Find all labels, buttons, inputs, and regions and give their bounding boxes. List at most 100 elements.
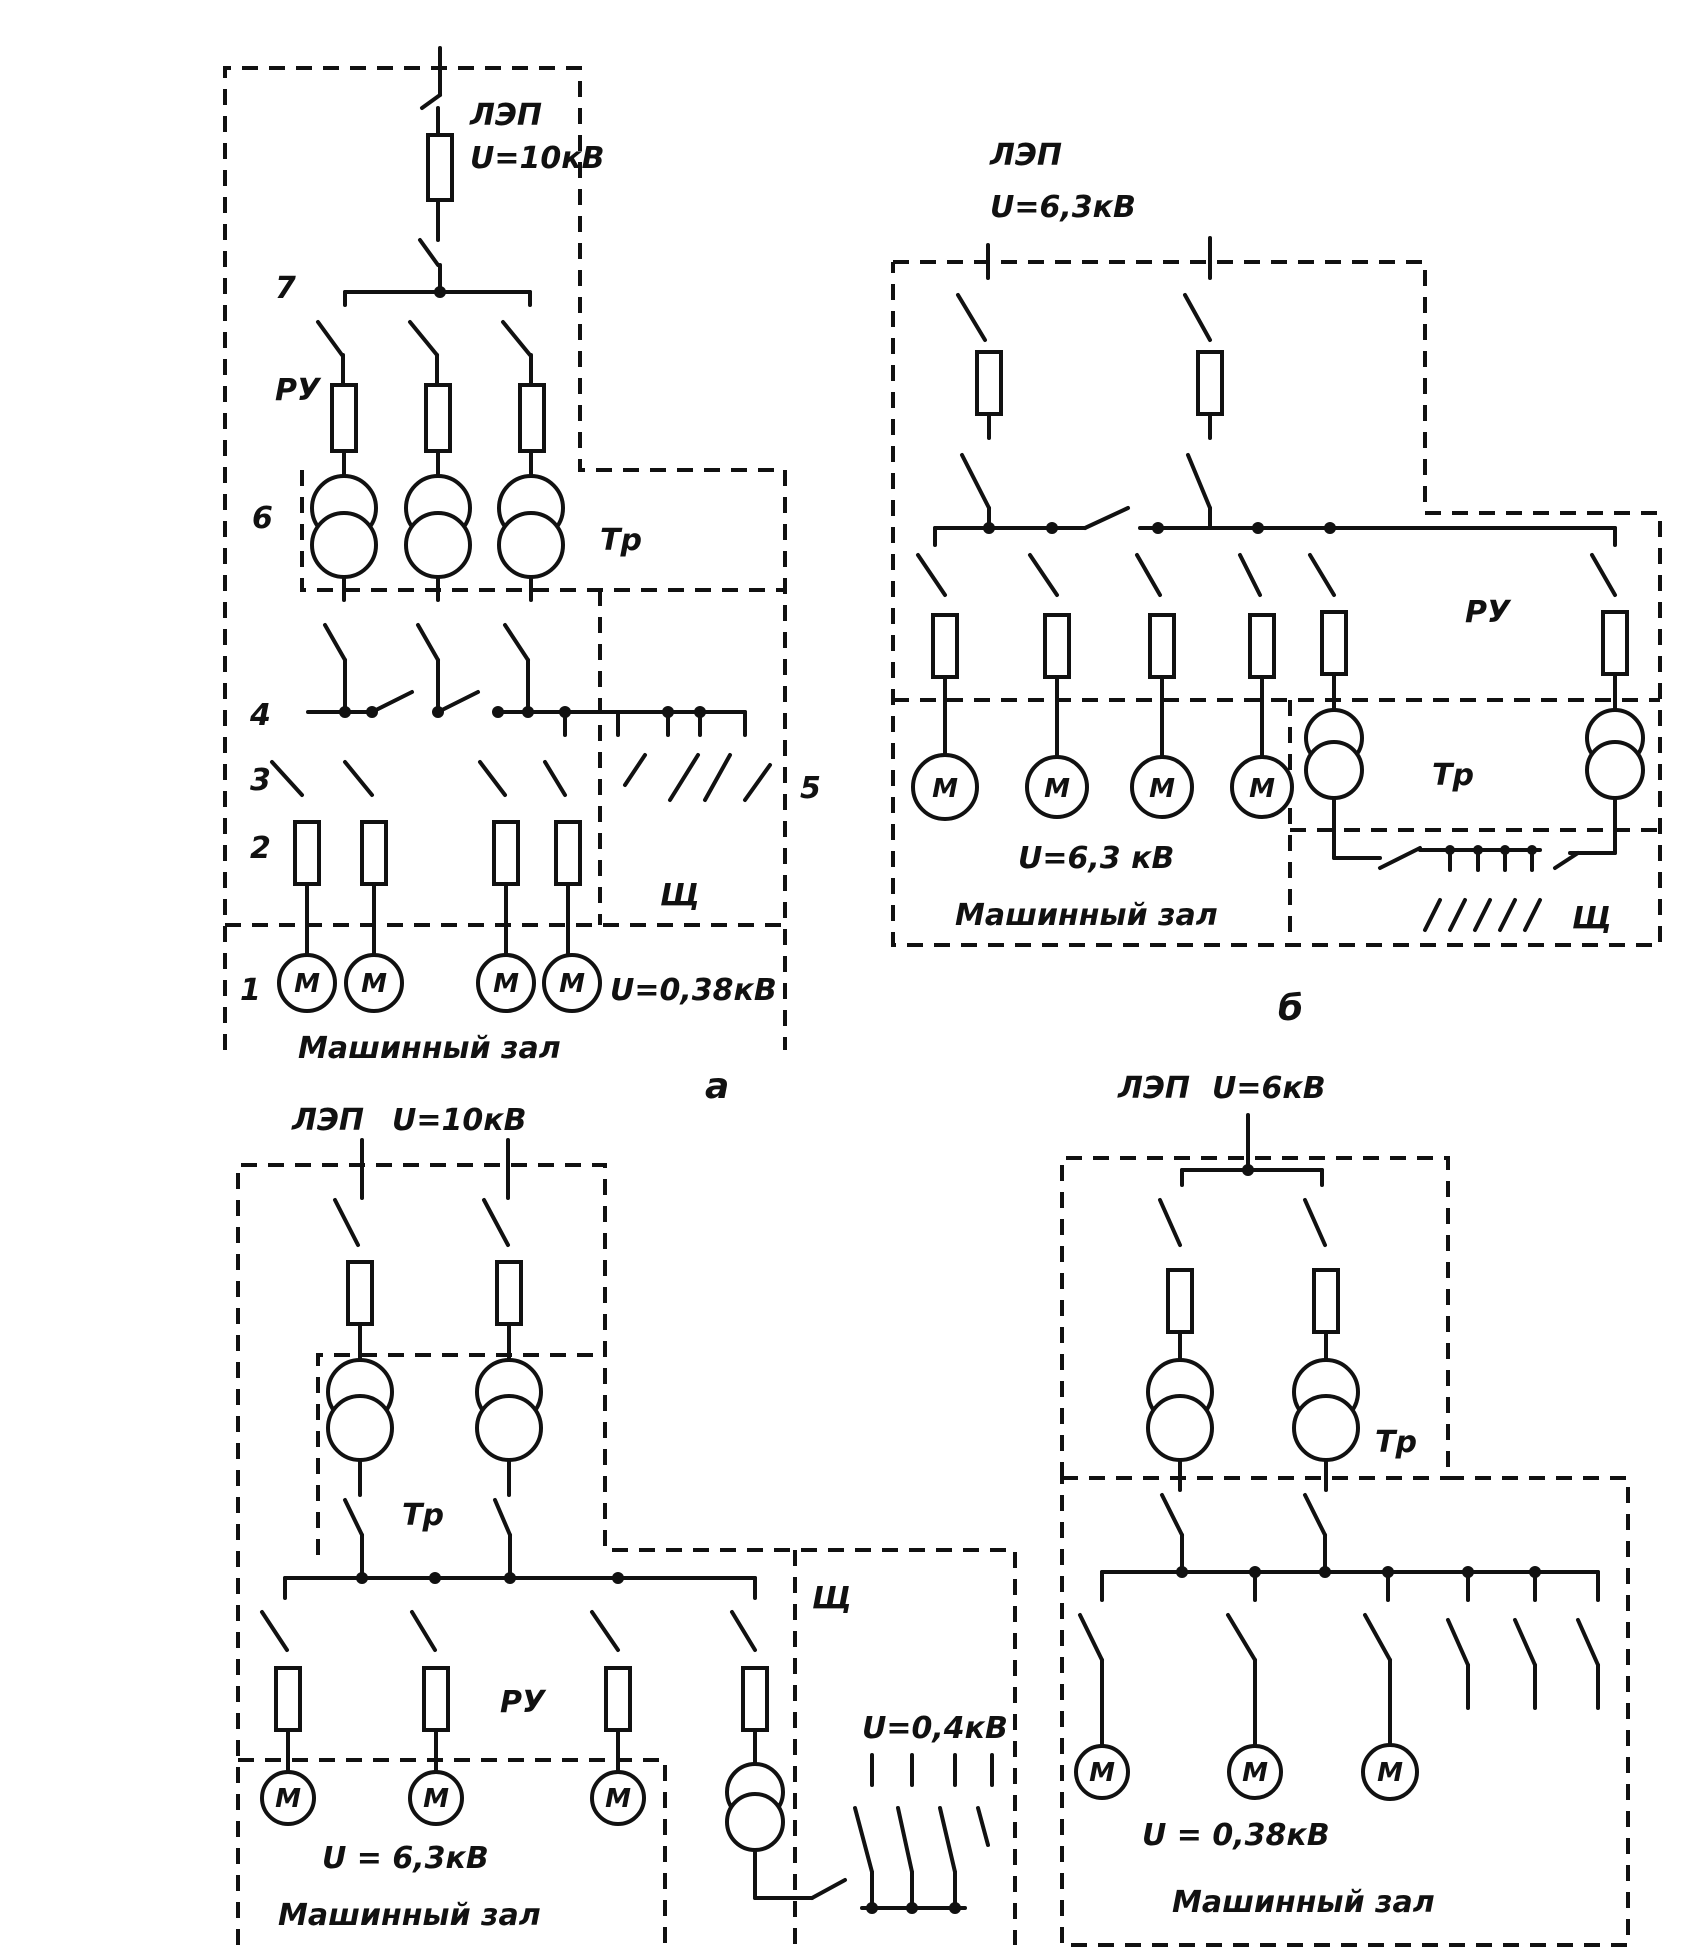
feeder-a-2 xyxy=(404,320,472,602)
panel-a-switch-4 xyxy=(743,763,772,802)
diagram-b: ЛЭП U=6,3кВ РУ Тр М М М М U=6,3 кВ Машин… xyxy=(891,138,1662,1029)
motor-branch-d-1 xyxy=(1074,1613,1130,1800)
input-b-2 xyxy=(1183,293,1224,530)
motor-branch-c-3 xyxy=(590,1610,646,1826)
voltage-out-a: U=0,38кВ xyxy=(610,973,777,1008)
voltage-in-d: U=6кВ xyxy=(1212,1071,1326,1106)
reserve-switch-d-2 xyxy=(1513,1618,1537,1667)
motor-branch-d-2 xyxy=(1226,1613,1283,1800)
feeder-a-1 xyxy=(310,290,378,602)
motor-a-4: М xyxy=(559,969,585,999)
panel-b-switch-3 xyxy=(1473,898,1492,932)
section-switch-a-2 xyxy=(436,690,480,714)
panel-a-switch-3 xyxy=(703,753,732,802)
voltage-out-b: U=6,3 кВ xyxy=(1018,841,1174,876)
voltage-in-c: U=10кВ xyxy=(392,1103,526,1138)
panel-c-switch-2 xyxy=(896,1806,914,1874)
panel-c-switch-3 xyxy=(938,1806,957,1874)
input-c-2 xyxy=(475,1198,543,1580)
transformer-branch-c xyxy=(725,1610,847,1900)
ru-label-c: РУ xyxy=(500,1685,547,1720)
panel-c-switch-1 xyxy=(853,1806,874,1874)
num-2: 2 xyxy=(250,831,271,866)
motor-c-1: М xyxy=(275,1784,301,1814)
line-label-b: ЛЭП xyxy=(989,138,1062,173)
motor-a-2: М xyxy=(361,969,387,999)
zone-d-outer xyxy=(1060,1156,1630,1947)
motor-d-1: М xyxy=(1089,1758,1115,1788)
hall-label-b: Машинный зал xyxy=(955,898,1218,933)
line-label-c: ЛЭП xyxy=(291,1103,364,1138)
motor-d-3: М xyxy=(1377,1758,1403,1788)
voltage-panel-c: U=0,4кВ xyxy=(862,1711,1008,1746)
num-5: 5 xyxy=(800,771,821,806)
hall-label-d: Машинный зал xyxy=(1172,1885,1435,1920)
panel-label-b: Щ xyxy=(1572,901,1612,936)
tr-label-a: Тр xyxy=(600,523,642,558)
ru-label-a: РУ xyxy=(275,373,322,408)
motor-a-3: М xyxy=(493,969,519,999)
motor-branch-b-3 xyxy=(1130,553,1194,819)
num-4: 4 xyxy=(249,698,271,733)
motor-branch-b-2 xyxy=(1025,553,1089,819)
transformer-branch-b-1 xyxy=(1304,553,1422,870)
input-c-1 xyxy=(326,1198,394,1580)
motor-branch-a-1 xyxy=(270,760,337,1013)
num-1: 1 xyxy=(240,973,261,1008)
motor-c-3: М xyxy=(605,1784,631,1814)
switch-a-main xyxy=(418,238,440,267)
tr-label-d: Тр xyxy=(1375,1425,1417,1460)
tr-label-b: Тр xyxy=(1432,758,1474,793)
panel-a-switch-1 xyxy=(623,753,647,787)
feeder-a-3 xyxy=(497,290,565,602)
panel-b-switch-5 xyxy=(1523,898,1542,932)
panel-b-switch-2 xyxy=(1448,898,1467,932)
motor-branch-d-3 xyxy=(1361,1613,1419,1801)
motor-b-2: М xyxy=(1044,774,1070,804)
line-label-a: ЛЭП xyxy=(469,98,542,133)
section-switch-a-1 xyxy=(370,690,414,714)
panel-b-switch-1 xyxy=(1423,898,1442,932)
tr-label-c: Тр xyxy=(402,1498,444,1533)
zone-a-transformer xyxy=(300,470,785,592)
zone-a-outer xyxy=(223,66,787,1050)
motor-a-1: М xyxy=(294,969,320,999)
fuse-a-main xyxy=(426,133,454,202)
hall-label-a: Машинный зал xyxy=(298,1031,561,1066)
reserve-switch-d-1 xyxy=(1446,1618,1470,1667)
motor-branch-b-4 xyxy=(1230,553,1294,819)
caption-a: а xyxy=(705,1066,729,1107)
panel-label-a: Щ xyxy=(660,878,700,913)
input-b-1 xyxy=(956,293,1003,530)
diagram-c: ЛЭП U=10кВ Тр Щ РУ U=0,4кВ М М М U = 6,3… xyxy=(236,1103,1017,1945)
panel-c-switch-4 xyxy=(976,1806,990,1847)
num-3: 3 xyxy=(250,763,271,798)
caption-b: б xyxy=(1278,988,1303,1029)
section-switch-b xyxy=(1083,506,1130,530)
ru-label-b: РУ xyxy=(1465,595,1512,630)
motor-branch-a-3 xyxy=(476,760,536,1013)
diagram-a: ЛЭП U=10кВ 7 РУ 6 Тр 4 3 2 5 Щ 1 М М М М… xyxy=(223,46,821,1107)
motor-branch-c-2 xyxy=(408,1610,464,1826)
transformer-branch-b-2 xyxy=(1553,553,1645,870)
line-label-d: ЛЭП xyxy=(1117,1071,1190,1106)
reserve-switch-d-3 xyxy=(1576,1618,1600,1667)
voltage-in-b: U=6,3кВ xyxy=(990,190,1136,225)
panel-b-switch-4 xyxy=(1498,898,1517,932)
voltage-out-c: U = 6,3кВ xyxy=(322,1841,489,1876)
motor-b-4: М xyxy=(1249,774,1275,804)
zone-c-outer xyxy=(236,1163,1017,1945)
motor-branch-b-1 xyxy=(911,553,979,821)
zone-b-outer xyxy=(891,260,1662,947)
motor-b-3: М xyxy=(1149,774,1175,804)
motor-b-1: М xyxy=(932,774,958,804)
motor-d-2: М xyxy=(1242,1758,1268,1788)
panel-label-c: Щ xyxy=(812,1581,852,1616)
hall-label-c: Машинный зал xyxy=(278,1898,541,1933)
voltage-in-a: U=10кВ xyxy=(470,141,604,176)
input-d-1 xyxy=(1146,1198,1214,1574)
voltage-out-d: U = 0,38кВ xyxy=(1142,1818,1330,1853)
motor-branch-c-1 xyxy=(260,1610,316,1826)
motor-c-2: М xyxy=(423,1784,449,1814)
